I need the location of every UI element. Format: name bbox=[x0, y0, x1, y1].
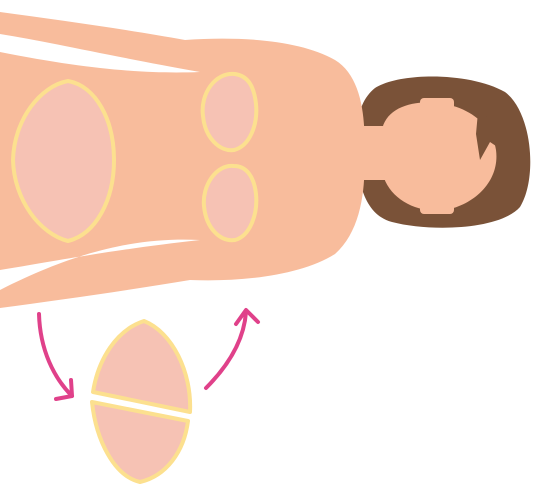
harvest-arrow bbox=[39, 314, 72, 396]
graft-piece-lower bbox=[92, 402, 188, 482]
ear-bottom-icon bbox=[420, 198, 454, 214]
graft-piece-upper bbox=[93, 321, 190, 412]
transfer-arrow bbox=[206, 312, 246, 388]
recipient-site-upper bbox=[203, 74, 257, 150]
ear-top-icon bbox=[420, 98, 454, 114]
recipient-site-lower bbox=[204, 166, 256, 240]
